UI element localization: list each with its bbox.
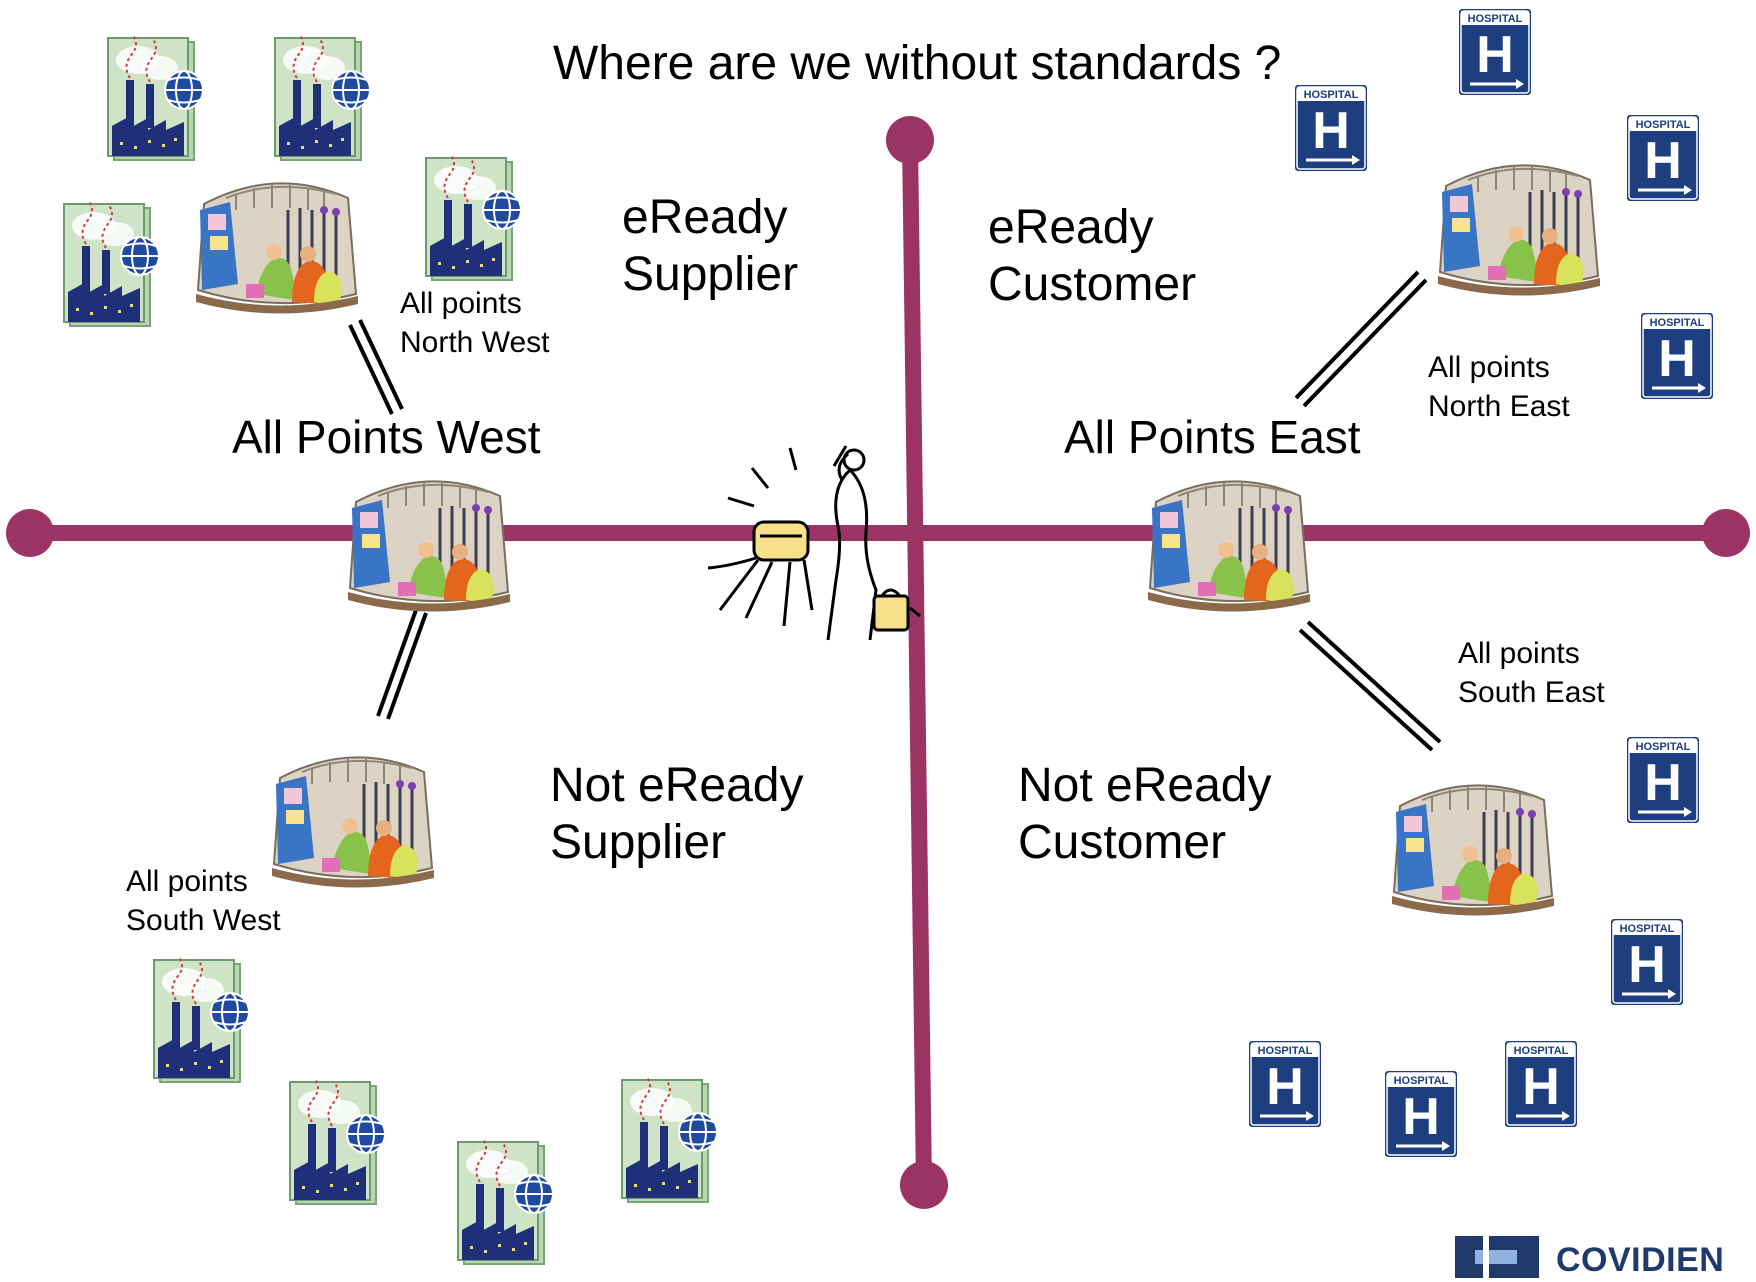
direction-west-label: All Points West xyxy=(232,411,541,463)
quadrant-top-left-line2: Supplier xyxy=(622,247,799,301)
factory-globe-icon xyxy=(63,199,160,327)
axis-right-endpoint xyxy=(1702,509,1750,557)
axis-top-endpoint xyxy=(886,116,934,164)
connector-north-west xyxy=(348,319,404,415)
quadrant-top-right-line2: Customer xyxy=(988,257,1197,311)
factory-globe-icon xyxy=(107,33,204,161)
covidien-logo xyxy=(1455,1236,1539,1278)
quadrant-bottom-right-line2: Customer xyxy=(1018,815,1227,869)
region-south-east-line1: All points xyxy=(1458,637,1580,670)
region-south-west-label: All points South West xyxy=(126,862,281,940)
axis-bottom-endpoint xyxy=(900,1161,948,1209)
track-connectors xyxy=(348,270,1442,752)
hospital-sign-icon xyxy=(1382,1068,1460,1160)
factory-globe-icon xyxy=(153,955,250,1083)
region-north-east-label: All points North East xyxy=(1428,348,1570,426)
train-station-icon xyxy=(346,479,512,614)
factory-globe-icon xyxy=(457,1137,554,1265)
factories xyxy=(63,33,718,1265)
connector-south-east xyxy=(1298,620,1442,752)
connector-south-west xyxy=(376,609,428,720)
quadrant-bottom-left-line2: Supplier xyxy=(550,815,727,869)
quadrant-top-right-label: eReady Customer xyxy=(988,200,1196,313)
vertical-axis xyxy=(902,132,932,1193)
quadrant-bottom-left-line1: Not eReady xyxy=(550,759,804,812)
axis-left-endpoint xyxy=(6,509,54,557)
factory-globe-icon xyxy=(289,1077,386,1205)
quadrant-top-right-line1: eReady xyxy=(988,201,1154,254)
hospital-sign-icon xyxy=(1624,734,1702,826)
traveler-icon xyxy=(707,445,921,641)
region-south-west-line1: All points xyxy=(126,865,248,898)
region-north-west-line1: All points xyxy=(400,287,522,320)
hospital-sign-icon xyxy=(1624,112,1702,204)
region-south-west-line2: South West xyxy=(126,904,281,937)
region-north-west-line2: North West xyxy=(400,326,550,359)
hospital-sign-icon xyxy=(1608,916,1686,1008)
region-south-east-line2: South East xyxy=(1458,676,1605,709)
region-north-east-line2: North East xyxy=(1428,390,1570,423)
axes xyxy=(6,116,1750,1209)
hospital-sign-icon xyxy=(1292,82,1370,174)
quadrant-bottom-left-label: Not eReady Supplier xyxy=(550,758,803,871)
hospital-sign-icon xyxy=(1638,310,1716,402)
quadrant-top-left-line1: eReady xyxy=(622,191,788,244)
page-title: Where are we without standards ? xyxy=(553,37,1282,90)
quadrant-bottom-right-line1: Not eReady xyxy=(1018,759,1272,812)
factory-globe-icon xyxy=(621,1075,718,1203)
region-south-east-label: All points South East xyxy=(1458,634,1605,712)
connector-north-east xyxy=(1294,270,1428,408)
train-station-icon xyxy=(194,181,360,316)
region-north-west-label: All points North West xyxy=(400,284,550,362)
factory-globe-icon xyxy=(274,33,371,161)
hospital-sign-icon xyxy=(1502,1038,1580,1130)
train-station-icon xyxy=(1436,163,1602,298)
train-station-icon xyxy=(270,755,436,890)
logo-wordmark: COVIDIEN xyxy=(1556,1241,1725,1279)
train-station-icon xyxy=(1146,479,1312,614)
quadrant-bottom-right-label: Not eReady Customer xyxy=(1018,758,1271,871)
hospital-sign-icon xyxy=(1456,6,1534,98)
direction-east-label: All Points East xyxy=(1064,411,1361,463)
region-north-east-line1: All points xyxy=(1428,351,1550,384)
factory-globe-icon xyxy=(425,153,522,281)
train-station-icon xyxy=(1390,783,1556,918)
quadrant-top-left-label: eReady Supplier xyxy=(622,190,798,303)
hospital-sign-icon xyxy=(1246,1038,1324,1130)
